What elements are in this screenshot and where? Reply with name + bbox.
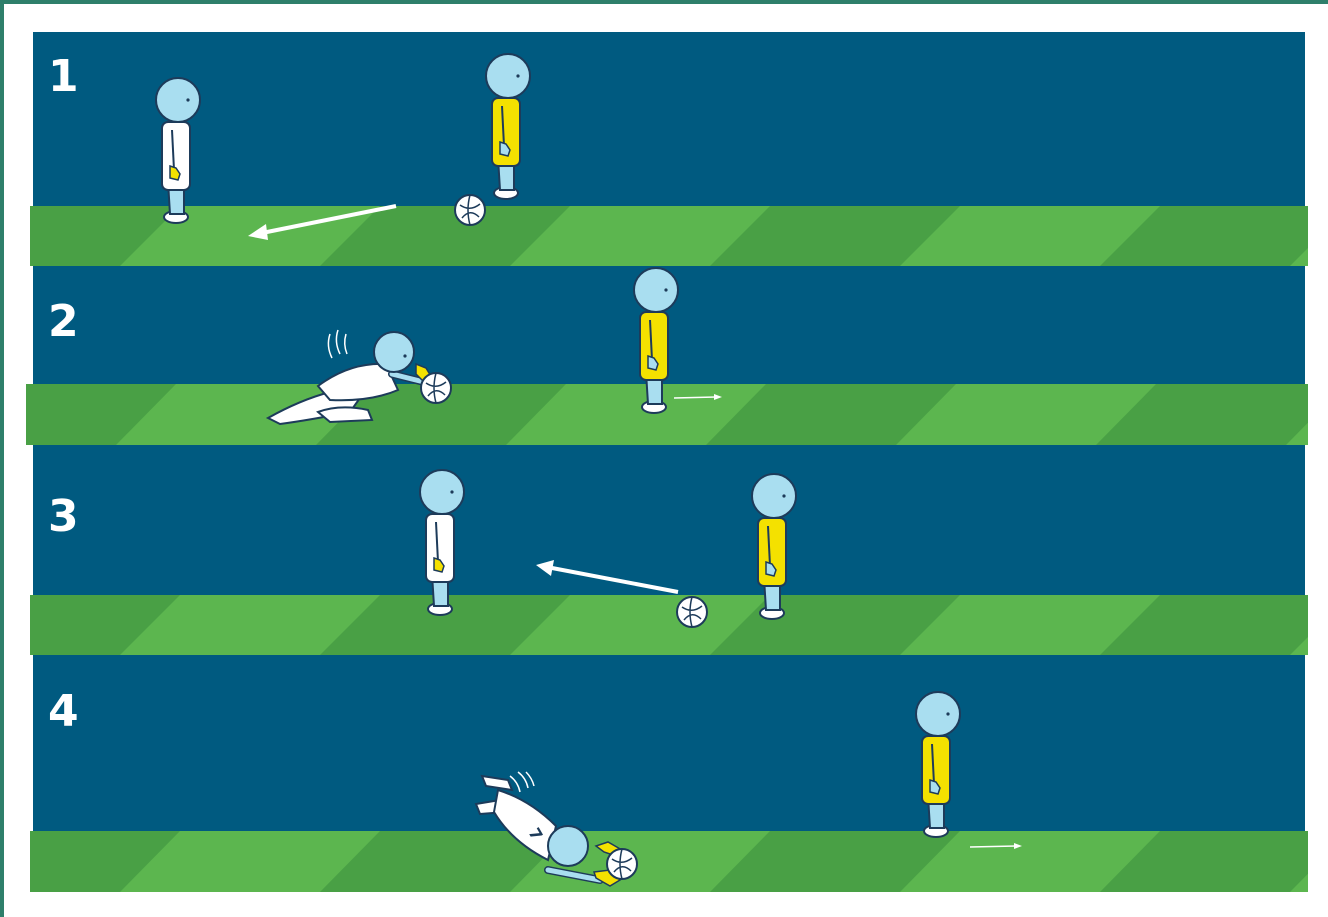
panel-1-background (33, 32, 1305, 207)
panel-3-pitch (30, 595, 1308, 655)
panel-2-background (33, 266, 1305, 386)
step-number-2: 2 (48, 300, 79, 344)
panel-3-background (33, 445, 1305, 597)
pitch-stripes (30, 831, 1308, 892)
step-number-3: 3 (48, 495, 79, 539)
pitch-stripes (26, 384, 1308, 445)
panel-2-pitch (26, 384, 1308, 445)
panel-4-pitch (30, 831, 1308, 892)
step-number-1: 1 (48, 55, 79, 99)
pitch-stripes (30, 206, 1308, 266)
panel-1-pitch (30, 206, 1308, 266)
step-number-4: 4 (48, 690, 79, 734)
panel-4-background (33, 655, 1305, 833)
pitch-stripes (30, 595, 1308, 655)
